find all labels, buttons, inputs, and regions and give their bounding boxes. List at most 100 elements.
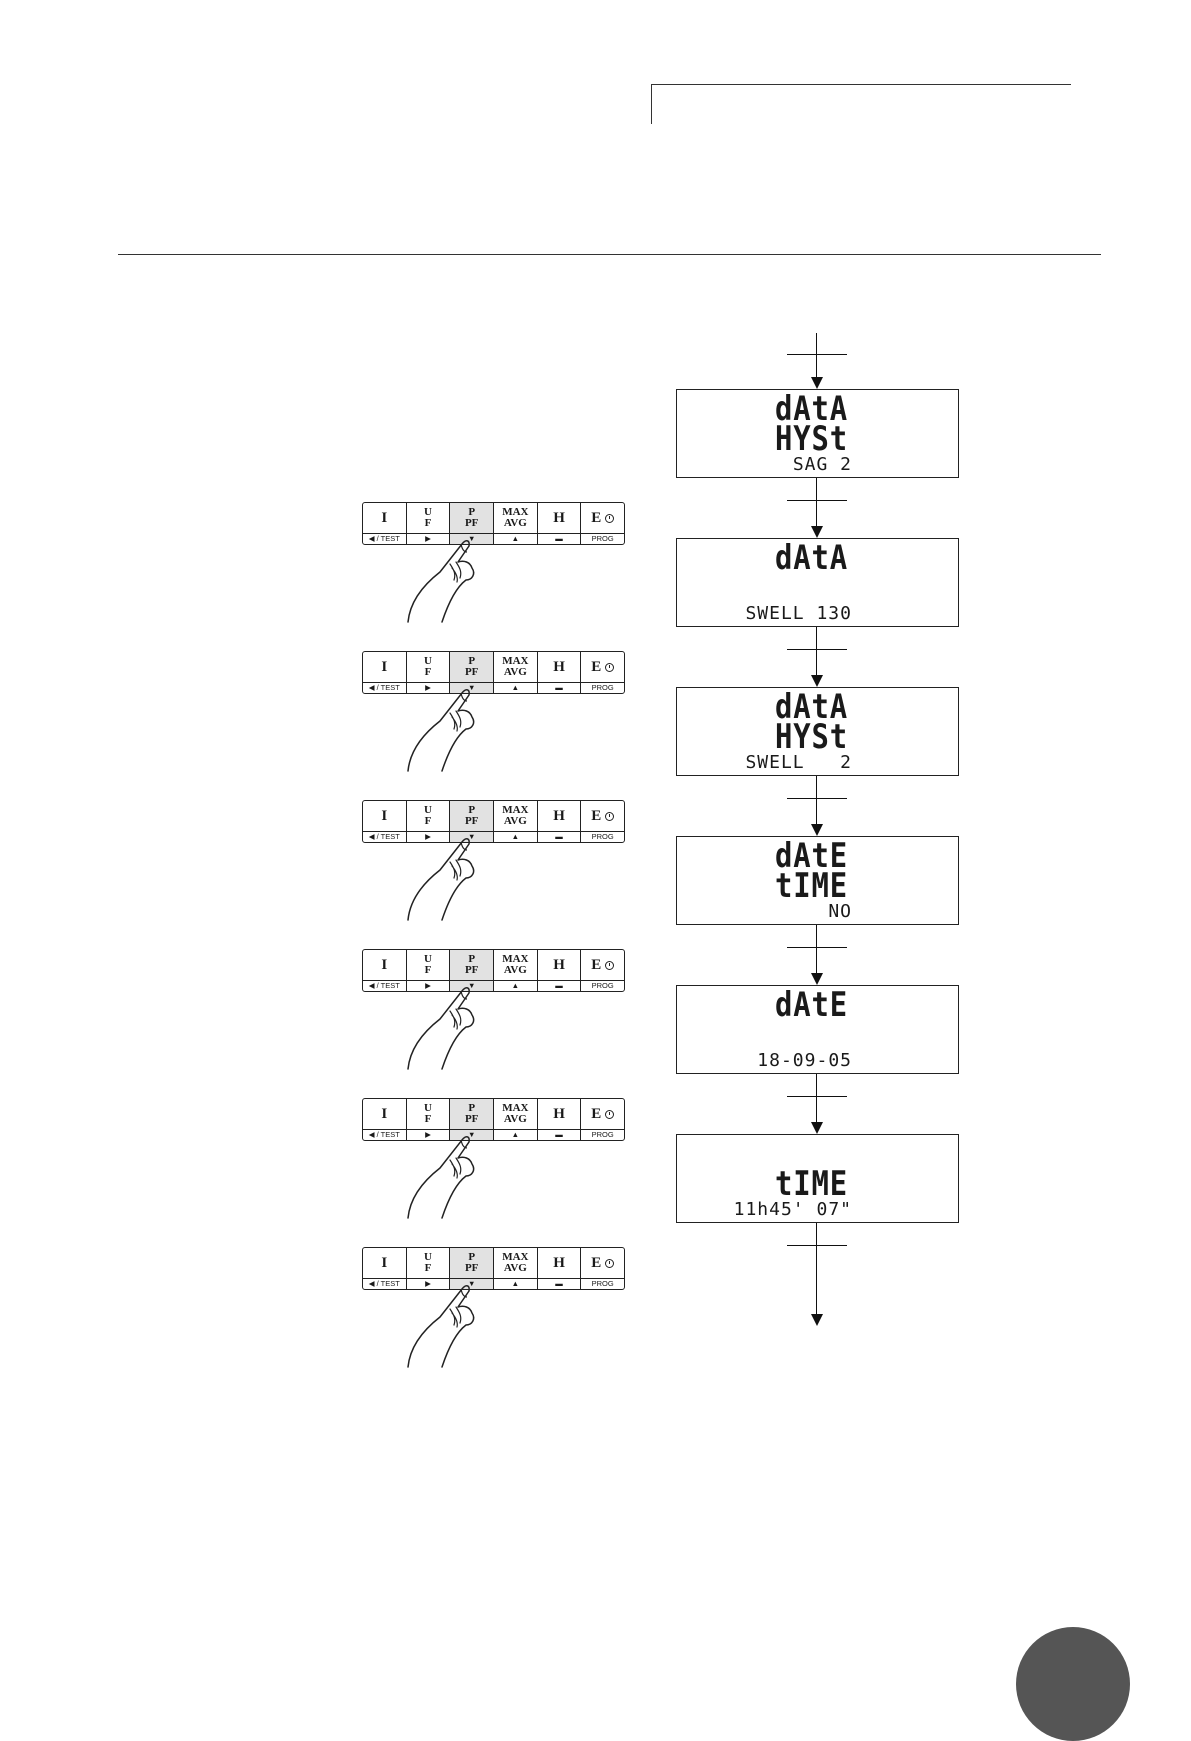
key-uf-bottom: F [424,815,432,827]
key-max-avg[interactable]: MAX AVG ▲ [494,950,538,991]
key-e-sub: PROG [581,533,625,544]
key-uf-bottom: F [424,666,432,678]
key-max-avg-sub: ▲ [494,1129,537,1140]
key-i-sub: ◀ / TEST [363,831,406,842]
lcd-line-1: dAtE [775,836,849,876]
lcd-line-1: dAtA [775,389,849,429]
lcd-display: dAtA HYSt SAG 2 [676,389,959,478]
key-max-avg-sub: ▲ [494,831,537,842]
key-h-label: H [553,1254,565,1271]
lcd-display: dAtA SWELL 130 [676,538,959,627]
key-i[interactable]: I ◀ / TEST [363,801,407,842]
lcd-line-3: SWELL 2 [745,752,852,773]
key-ppf-top: P [468,506,476,518]
key-h-label: H [553,807,565,824]
clock-icon [605,811,615,821]
key-uf[interactable]: U F ▶ [406,503,451,544]
key-max-avg[interactable]: MAX AVG ▲ [494,503,538,544]
key-i-label: I [381,658,388,675]
key-max-avg[interactable]: MAX AVG ▲ [494,652,538,693]
key-e-sub: PROG [581,980,625,991]
key-avg-label: AVG [503,964,527,976]
key-e[interactable]: E PROG [581,652,625,693]
lcd-line-1: dAtA [775,538,849,578]
hand-pressing-icon [407,1285,475,1368]
key-ppf[interactable]: P PF ▼ [450,1248,495,1289]
key-avg-label: AVG [503,815,527,827]
keypad-step: I ◀ / TEST U F ▶ P PF ▼ MAX A [362,502,627,627]
lcd-display: dAtA HYSt SWELL 2 [676,687,959,776]
arrow-down-icon [811,377,823,389]
key-i[interactable]: I ◀ / TEST [363,503,407,544]
key-h[interactable]: H ▬ [537,652,582,693]
key-uf[interactable]: U F ▶ [406,652,451,693]
hand-pressing-icon [407,987,475,1070]
key-ppf-sub: ▼ [450,980,494,991]
key-ppf-sub: ▼ [450,533,494,544]
flow-connector [816,627,817,677]
key-e[interactable]: E PROG [581,950,625,991]
key-ppf-bottom: PF [464,964,479,976]
lcd-line-3: SWELL 130 [745,603,852,624]
key-max-avg[interactable]: MAX AVG ▲ [494,1099,538,1140]
key-ppf[interactable]: P PF ▼ [450,503,495,544]
key-uf-sub: ▶ [406,980,450,991]
keypad: I ◀ / TEST U F ▶ P PF ▼ MAX A [362,651,625,694]
clock-icon [605,1258,615,1268]
key-ppf[interactable]: P PF ▼ [450,801,495,842]
key-i-label: I [381,807,388,824]
key-e-label: E [591,1105,602,1122]
key-e[interactable]: E PROG [581,1248,625,1289]
key-h-label: H [553,956,565,973]
lcd-display: dAtE tIME NO [676,836,959,925]
key-max-avg-sub: ▲ [494,980,537,991]
key-ppf[interactable]: P PF ▼ [450,950,495,991]
key-uf-sub: ▶ [406,1129,450,1140]
key-uf-sub: ▶ [406,1278,450,1289]
arrow-down-icon [811,973,823,985]
key-h-sub: ▬ [537,682,581,693]
key-ppf-bottom: PF [464,1113,479,1125]
key-h[interactable]: H ▬ [537,1099,582,1140]
key-uf[interactable]: U F ▶ [406,1099,451,1140]
key-h[interactable]: H ▬ [537,950,582,991]
lcd-line-1: dAtE [775,985,849,1025]
key-e[interactable]: E PROG [581,503,625,544]
key-e[interactable]: E PROG [581,1099,625,1140]
key-i[interactable]: I ◀ / TEST [363,950,407,991]
flow-connector [816,333,817,379]
keypad: I ◀ / TEST U F ▶ P PF ▼ MAX A [362,1247,625,1290]
key-e-label: E [591,807,602,824]
flow-tick [787,1245,847,1246]
key-h[interactable]: H ▬ [537,503,582,544]
key-e-label: E [591,658,602,675]
keypad: I ◀ / TEST U F ▶ P PF ▼ MAX A [362,949,625,992]
key-avg-label: AVG [503,1113,527,1125]
lcd-line-3: SAG 2 [792,454,852,475]
key-ppf[interactable]: P PF ▼ [450,652,495,693]
key-uf-top: U [424,953,432,965]
key-h[interactable]: H ▬ [537,1248,582,1289]
key-uf-bottom: F [424,517,432,529]
key-e[interactable]: E PROG [581,801,625,842]
key-uf-bottom: F [424,1113,432,1125]
key-uf[interactable]: U F ▶ [406,1248,451,1289]
lcd-line-2: tIME [775,866,849,906]
key-i-label: I [381,509,388,526]
key-i[interactable]: I ◀ / TEST [363,652,407,693]
key-uf-sub: ▶ [406,831,450,842]
keypad: I ◀ / TEST U F ▶ P PF ▼ MAX A [362,502,625,545]
key-i[interactable]: I ◀ / TEST [363,1099,407,1140]
key-avg-label: AVG [503,666,527,678]
clock-icon [605,513,615,523]
key-max-avg[interactable]: MAX AVG ▲ [494,801,538,842]
key-uf[interactable]: U F ▶ [406,950,451,991]
lcd-line-3: 11h45' 07" [733,1199,852,1220]
key-max-avg[interactable]: MAX AVG ▲ [494,1248,538,1289]
key-i-sub: ◀ / TEST [363,533,406,544]
key-ppf[interactable]: P PF ▼ [450,1099,495,1140]
key-h[interactable]: H ▬ [537,801,582,842]
lcd-line-2: tIME [775,1164,849,1204]
key-i[interactable]: I ◀ / TEST [363,1248,407,1289]
key-uf[interactable]: U F ▶ [406,801,451,842]
